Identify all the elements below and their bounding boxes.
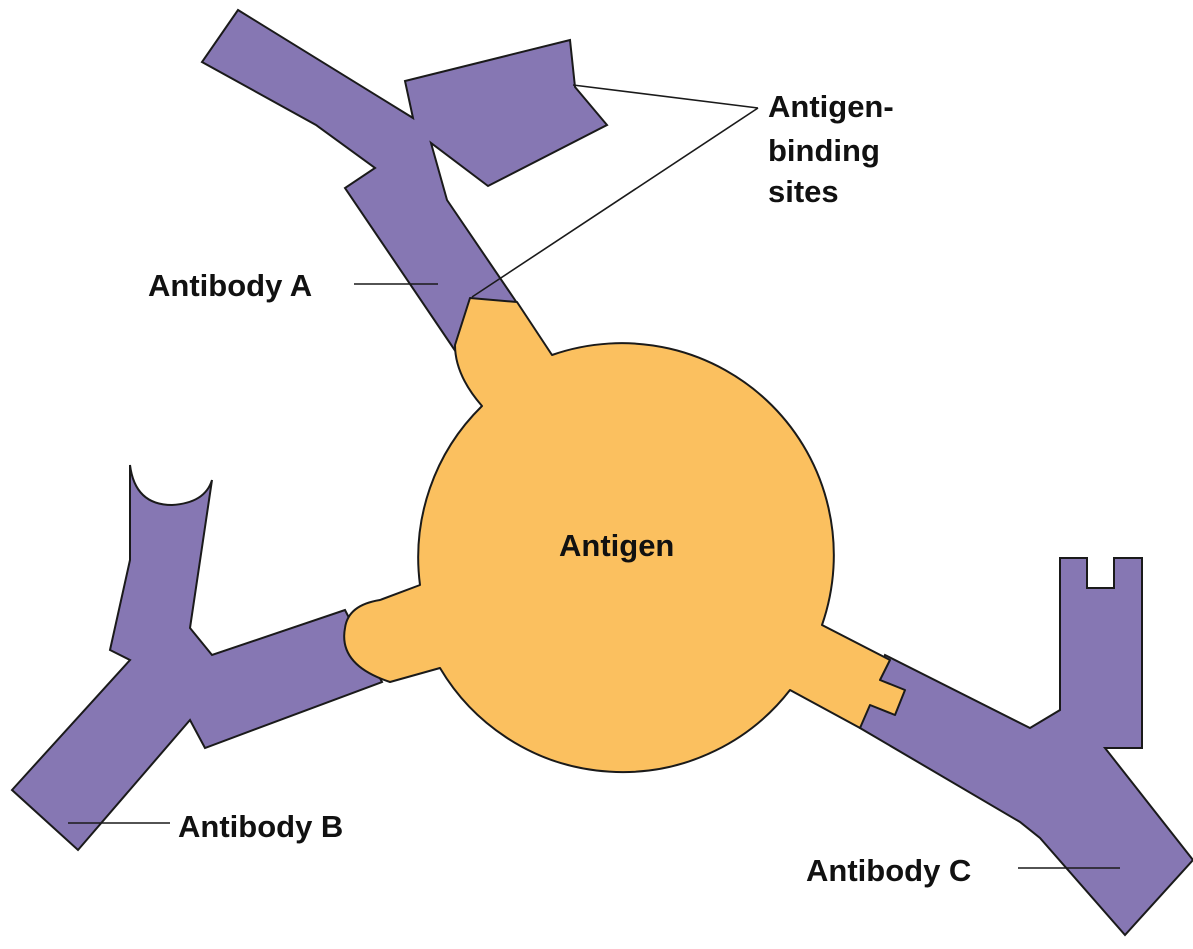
antibody-a-shape (202, 10, 607, 398)
binding-sites-label-line-2: binding (768, 133, 880, 168)
binding-sites-label-line-1: Antigen- (768, 89, 894, 124)
antibody-b-shape (12, 465, 382, 850)
antigen-label: Antigen (559, 528, 674, 563)
binding-site-leader-upper (573, 85, 758, 108)
binding-sites-label-line-3: sites (768, 174, 839, 209)
antibody-b-label: Antibody B (178, 809, 343, 844)
antibody-a-label: Antibody A (148, 268, 312, 303)
antibody-c-label: Antibody C (806, 853, 971, 888)
